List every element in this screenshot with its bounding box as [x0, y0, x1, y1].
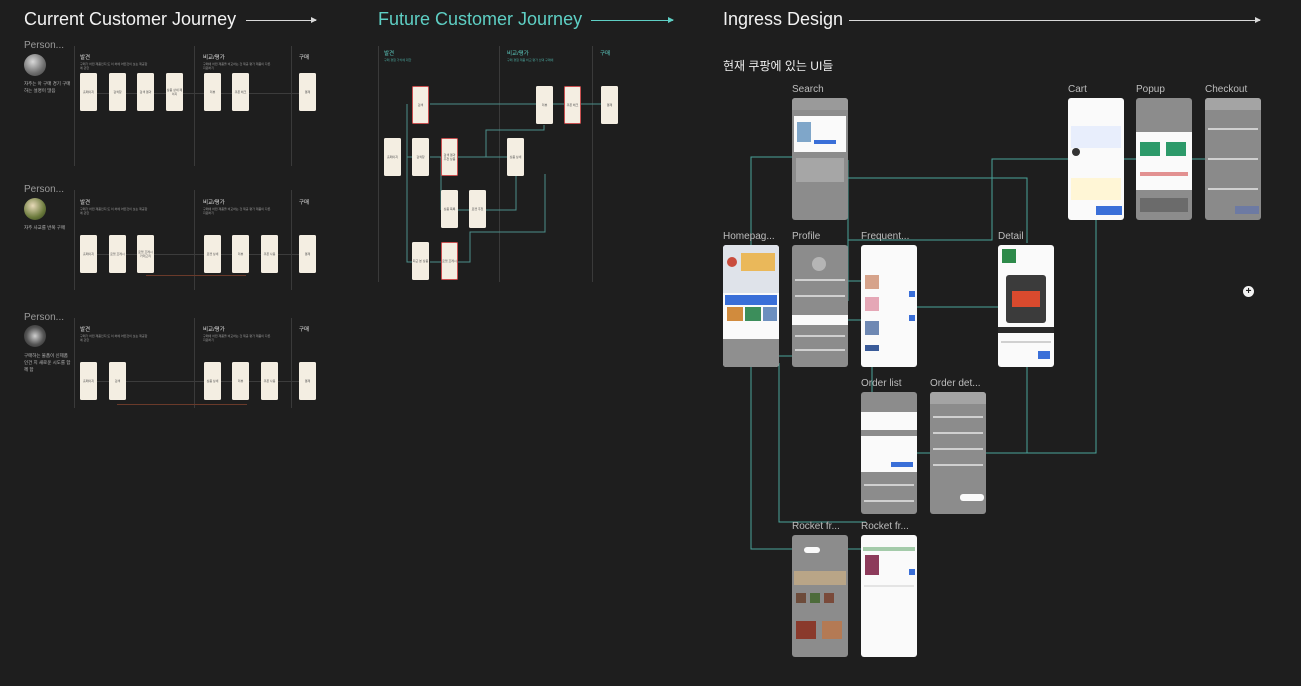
detail-screen[interactable]	[998, 245, 1054, 367]
add-screen-button[interactable]: +	[1243, 286, 1254, 297]
checkout-screen[interactable]	[1205, 98, 1261, 220]
screen-label: Rocket fr...	[861, 521, 909, 532]
screen-label: Cart	[1068, 84, 1087, 95]
cart-screen[interactable]	[1068, 98, 1124, 220]
profile-screen[interactable]	[792, 245, 848, 367]
screen-label: Frequent...	[861, 231, 909, 242]
screen-label: Homepag...	[723, 231, 775, 242]
rocket-fresh-home-screen[interactable]	[792, 535, 848, 657]
screen-label: Order list	[861, 378, 902, 389]
screen-label: Search	[792, 84, 824, 95]
popup-screen[interactable]	[1136, 98, 1192, 220]
search-screen[interactable]	[792, 98, 848, 220]
screen-label: Detail	[998, 231, 1024, 242]
screen-label: Profile	[792, 231, 820, 242]
order-list-screen[interactable]	[861, 392, 917, 514]
order-detail-screen[interactable]	[930, 392, 986, 514]
homepage-screen[interactable]	[723, 245, 779, 367]
frequently-bought-screen[interactable]	[861, 245, 917, 367]
rocket-fresh-list-screen[interactable]	[861, 535, 917, 657]
screen-label: Checkout	[1205, 84, 1247, 95]
screen-label: Popup	[1136, 84, 1165, 95]
screen-label: Order det...	[930, 378, 981, 389]
screen-label: Rocket fr...	[792, 521, 840, 532]
